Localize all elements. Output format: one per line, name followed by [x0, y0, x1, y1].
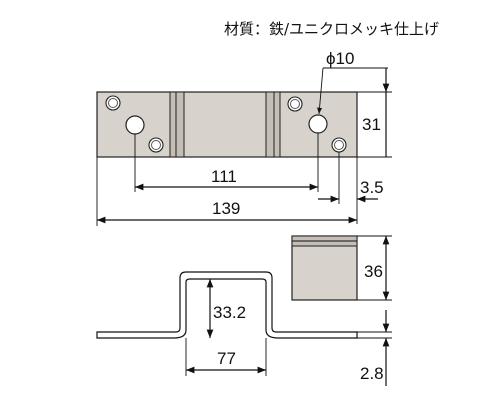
overall-length-dimension: 139 [96, 157, 357, 226]
hole-spacing-label: 111 [211, 167, 237, 186]
inner-height-label: 33.2 [213, 303, 246, 322]
front-view: 33.2 77 2.8 [96, 271, 392, 386]
thickness-dimension: 2.8 [357, 310, 392, 386]
side-view-outline [291, 235, 358, 301]
side-view: 36 [291, 235, 392, 301]
hole-diameter-dimension: ϕ10 [317, 49, 388, 115]
top-view: ϕ10 31 111 3.5 139 [96, 49, 392, 226]
hole-small-top-left [105, 95, 121, 111]
material-label: 材質：鉄/ユニクロメッキ仕上げ [224, 20, 439, 38]
bracket-width-dimension: 36 [357, 235, 392, 301]
inner-width-label: 77 [217, 349, 236, 368]
bend-band-left [169, 91, 185, 158]
hole-small-bottom-left [148, 137, 164, 153]
hole-small-top-right [287, 96, 303, 112]
thickness-label: 2.8 [360, 364, 384, 383]
inner-height-dimension: 33.2 [206, 279, 246, 338]
bracket-width-label: 36 [364, 262, 383, 281]
hole-large-right [308, 114, 328, 134]
hole-diameter-label: ϕ10 [326, 49, 354, 68]
edge-offset-dimension: 3.5 [318, 152, 384, 224]
plate-height-label: 31 [362, 115, 381, 134]
plate-height-dimension: 31 [357, 68, 392, 158]
edge-offset-label: 3.5 [360, 178, 384, 197]
hole-large-left [125, 115, 145, 135]
hole-small-bottom-right [331, 137, 347, 153]
bend-band-right [265, 91, 281, 158]
hole-spacing-dimension: 111 [134, 133, 319, 192]
overall-length-label: 139 [212, 199, 240, 218]
inner-width-dimension: 77 [185, 338, 267, 376]
